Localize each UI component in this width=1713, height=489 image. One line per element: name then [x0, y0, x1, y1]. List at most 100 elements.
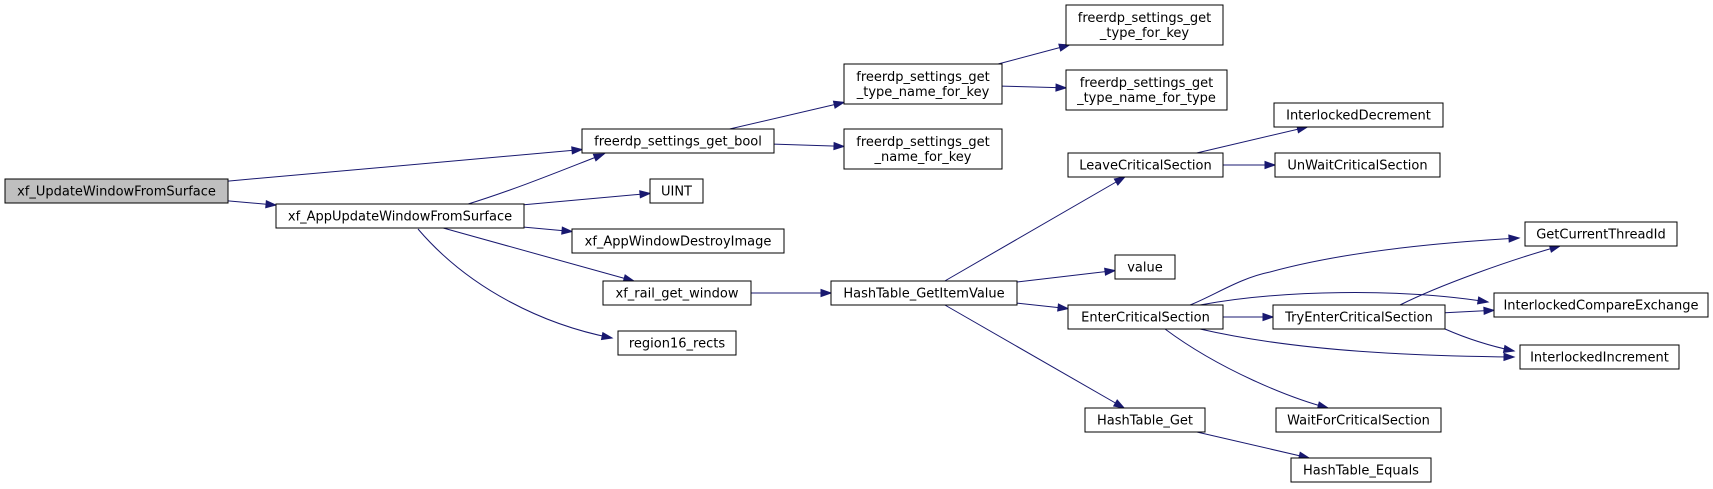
node-label: _type_for_key	[1099, 26, 1189, 41]
node-label: xf_rail_get_window	[616, 287, 739, 302]
call-edge-n2-n1	[464, 153, 606, 206]
node-box	[1065, 69, 1228, 111]
function-node-freerdp-settings-get-name-for-key[interactable]: freerdp_settings_get_name_for_key	[843, 128, 1003, 170]
function-node-xf-appwindowdestroyimage[interactable]: xf_AppWindowDestroyImage	[571, 228, 785, 254]
edge-line	[1399, 245, 1561, 306]
function-node-freerdp-settings-get-type-name-for-type[interactable]: freerdp_settings_get_type_name_for_type	[1065, 69, 1228, 111]
function-node-xf-appupdatewindowfromsurface[interactable]: xf_AppUpdateWindowFromSurface	[275, 203, 525, 229]
node-box	[1524, 221, 1678, 247]
node-box	[1519, 344, 1680, 370]
call-edge-n20-n21	[1444, 328, 1516, 353]
function-node-leavecriticalsection[interactable]: LeaveCriticalSection	[1067, 152, 1224, 178]
function-node-value[interactable]: value	[1114, 254, 1176, 280]
node-label: freerdp_settings_get_bool	[594, 135, 762, 150]
function-node-hashtable-getitemvalue[interactable]: HashTable_GetItemValue	[830, 280, 1018, 306]
edge-line	[1196, 126, 1308, 154]
edge-arrowhead	[1264, 160, 1277, 170]
function-node-xf-updatewindowfromsurface[interactable]: xf_UpdateWindowFromSurface	[4, 178, 229, 204]
call-edge-n14-n19	[1199, 292, 1490, 306]
function-node-uint[interactable]: UINT	[649, 178, 704, 204]
node-label: freerdp_settings_get	[856, 70, 989, 85]
call-edge-n0-n2	[227, 199, 278, 209]
edge-arrowhead	[571, 146, 584, 155]
node-box	[1493, 292, 1709, 318]
node-box	[1275, 407, 1442, 433]
edge-arrowhead	[639, 190, 652, 199]
call-edge-n11-n12	[944, 176, 1127, 282]
function-node-region16-rects[interactable]: region16_rects	[617, 330, 737, 356]
node-box	[1067, 304, 1224, 330]
call-edge-n14-n22	[1164, 328, 1330, 410]
node-box	[602, 280, 752, 306]
edge-line	[464, 153, 605, 206]
node-label: freerdp_settings_get	[856, 135, 989, 150]
call-edge-n3-n6	[1001, 83, 1068, 92]
node-box	[1273, 102, 1444, 128]
function-node-hashtable-equals[interactable]: HashTable_Equals	[1290, 457, 1432, 483]
call-edge-n0-n1	[227, 146, 584, 182]
call-edge-n20-n19	[1444, 306, 1496, 316]
node-label: EnterCriticalSection	[1081, 311, 1210, 326]
call-edge-n12-n16	[1196, 125, 1309, 154]
edge-arrowhead	[1483, 306, 1496, 316]
edge-arrowhead	[561, 226, 574, 235]
node-label: xf_AppUpdateWindowFromSurface	[288, 210, 512, 225]
function-node-hashtable-get[interactable]: HashTable_Get	[1084, 407, 1206, 433]
call-edge-n12-n17	[1223, 160, 1277, 170]
node-label: xf_AppWindowDestroyImage	[585, 235, 772, 250]
edge-arrowhead	[1112, 399, 1126, 409]
call-edge-n1-n3	[729, 100, 846, 130]
function-node-tryentercriticalsection[interactable]: TryEnterCriticalSection	[1272, 304, 1446, 330]
node-box	[1084, 407, 1206, 433]
function-node-getcurrentthreadid[interactable]: GetCurrentThreadId	[1524, 221, 1678, 247]
node-box	[1065, 4, 1224, 46]
edge-line	[944, 176, 1125, 282]
call-edge-n15-n23	[1196, 431, 1311, 460]
edge-arrowhead	[1502, 344, 1516, 353]
function-node-xf-rail-get-window[interactable]: xf_rail_get_window	[602, 280, 752, 306]
node-label: freerdp_settings_get	[1080, 76, 1213, 91]
edge-line	[443, 227, 634, 282]
edge-line	[227, 149, 583, 182]
call-edge-n3-n5	[997, 43, 1071, 65]
node-label: _name_for_key	[874, 150, 972, 165]
call-edge-n1-n4	[773, 141, 846, 151]
node-label: InterlockedDecrement	[1286, 109, 1431, 124]
call-edge-n11-n15	[944, 304, 1126, 409]
call-edges	[227, 43, 1562, 460]
node-box	[4, 178, 229, 204]
node-box	[275, 203, 525, 229]
function-node-interlockedcompareexchange[interactable]: InterlockedCompareExchange	[1493, 292, 1709, 318]
call-nodes: xf_UpdateWindowFromSurface freerdp_settin…	[4, 4, 1709, 483]
edge-line	[1164, 328, 1329, 409]
function-node-freerdp-settings-get-type-name-for-key[interactable]: freerdp_settings_get_type_name_for_key	[843, 63, 1003, 105]
function-node-interlockeddecrement[interactable]: InterlockedDecrement	[1273, 102, 1444, 128]
node-box	[1272, 304, 1446, 330]
call-edge-n14-n20	[1223, 312, 1275, 322]
call-edge-n9-n11	[751, 288, 833, 298]
edge-arrowhead	[1476, 296, 1490, 305]
edge-line	[417, 228, 613, 339]
function-node-waitforcriticalsection[interactable]: WaitForCriticalSection	[1275, 407, 1442, 433]
function-node-entercriticalsection[interactable]: EnterCriticalSection	[1067, 304, 1224, 330]
node-label: InterlockedIncrement	[1530, 351, 1669, 366]
call-edge-n14-n18	[1189, 234, 1521, 306]
edge-arrowhead	[1057, 303, 1070, 312]
edge-line	[1016, 270, 1116, 283]
node-label: value	[1127, 261, 1163, 276]
function-node-interlockedincrement[interactable]: InterlockedIncrement	[1519, 344, 1680, 370]
node-box	[1114, 254, 1176, 280]
node-label: InterlockedCompareExchange	[1503, 299, 1698, 314]
function-node-unwaitcriticalsection[interactable]: UnWaitCriticalSection	[1274, 152, 1441, 178]
node-box	[571, 228, 785, 254]
edge-arrowhead	[820, 288, 833, 298]
edge-arrowhead	[1262, 312, 1275, 322]
edge-arrowhead	[832, 100, 846, 109]
edge-line	[1199, 328, 1515, 358]
node-label: xf_UpdateWindowFromSurface	[17, 185, 216, 200]
edge-arrowhead	[265, 199, 278, 209]
function-node-freerdp-settings-get-bool[interactable]: freerdp_settings_get_bool	[581, 128, 775, 154]
call-edge-n20-n18	[1399, 244, 1562, 306]
call-edge-n11-n13	[1016, 267, 1117, 283]
function-node-freerdp-settings-get-type-for-key[interactable]: freerdp_settings_get_type_for_key	[1065, 4, 1224, 46]
